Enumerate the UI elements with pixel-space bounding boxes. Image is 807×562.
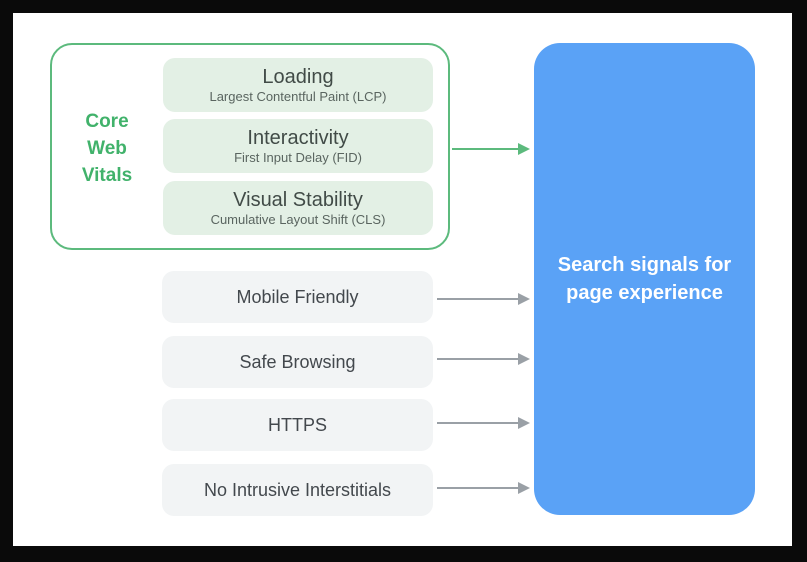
- vital-subtitle: First Input Delay (FID): [234, 150, 362, 165]
- result-label: Search signals for page experience: [557, 254, 732, 304]
- signal-label: No Intrusive Interstitials: [203, 479, 392, 500]
- arrow-icon-core-web-vitals: [452, 143, 530, 155]
- vital-title: Visual Stability: [233, 189, 363, 211]
- signal-card-safe-browsing: Safe Browsing: [162, 336, 433, 388]
- signal-card-mobile-friendly: Mobile Friendly: [162, 271, 433, 323]
- signal-card-no-intrusive-interstitials: No Intrusive Interstitials: [162, 464, 433, 516]
- signal-label: HTTPS: [267, 414, 327, 435]
- vital-title: Interactivity: [247, 127, 349, 149]
- arrow-icon-https: [437, 417, 530, 429]
- vital-title: Loading: [262, 66, 334, 88]
- result-panel: Search signals for page experience: [534, 43, 755, 515]
- arrow-icon-no-intrusive-interstitials: [437, 482, 530, 494]
- vital-card-loading: Loading Largest Contentful Paint (LCP): [163, 58, 433, 112]
- vital-subtitle: Cumulative Layout Shift (CLS): [210, 212, 386, 227]
- core-web-vitals-label: Core Web Vitals: [81, 111, 133, 186]
- arrow-icon-safe-browsing: [437, 353, 530, 365]
- diagram-canvas: Core Web Vitals Loading Largest Contentf…: [13, 13, 792, 546]
- vital-card-interactivity: Interactivity First Input Delay (FID): [163, 119, 433, 173]
- arrow-icon-mobile-friendly: [437, 293, 530, 305]
- vital-subtitle: Largest Contentful Paint (LCP): [209, 89, 387, 104]
- signal-label: Mobile Friendly: [236, 286, 359, 307]
- vital-card-visual-stability: Visual Stability Cumulative Layout Shift…: [163, 181, 433, 235]
- signal-card-https: HTTPS: [162, 399, 433, 451]
- signal-label: Safe Browsing: [239, 351, 356, 372]
